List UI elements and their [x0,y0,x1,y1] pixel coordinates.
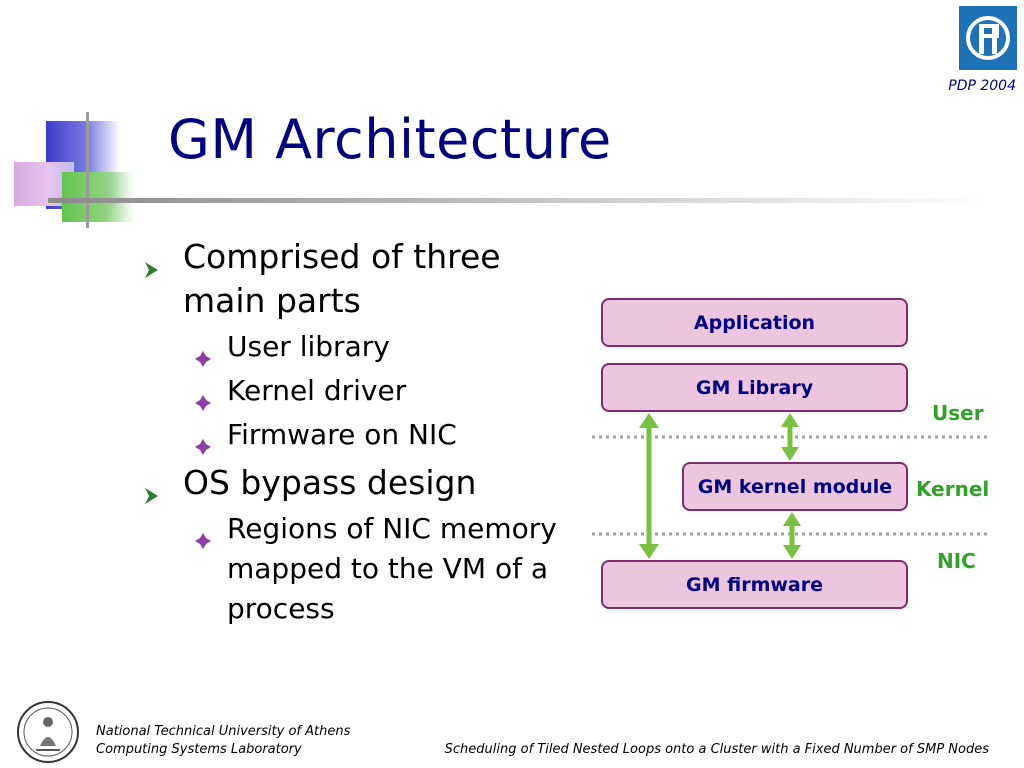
nic-layer-label: NIC [937,549,976,573]
diamond-bullet-icon [195,426,211,466]
conference-label: PDP 2004 [948,78,1016,94]
slide-title: GM Architecture [168,108,612,171]
user-layer-label: User [932,401,984,425]
gm-library-box: GM Library [601,363,908,412]
diamond-bullet-icon [195,338,211,378]
diamond-bullet-icon [195,520,211,560]
arrow-bullet-icon [143,247,161,291]
gm-kernel-module-box: GM kernel module [682,462,908,511]
footer-lab: Computing Systems Laboratory [96,742,302,757]
kernel-firmware-arrow [783,512,801,559]
footer-talk-title: Scheduling of Tiled Nested Loops onto a … [444,742,989,757]
bullet-text: Comprised of three main parts [183,237,501,320]
library-firmware-arrow [639,413,659,559]
bullet-list: Comprised of three main parts User libra… [143,235,563,629]
sub-bullet-item: Kernel driver [143,371,563,411]
sub-bullet-text: Firmware on NIC [227,418,457,451]
decor-green-block [62,172,134,222]
kernel-layer-label: Kernel [916,477,990,501]
sub-bullet-text: Regions of NIC memory mapped to the VM o… [227,512,557,625]
gm-firmware-box: GM firmware [601,560,908,609]
decor-vertical-line [86,112,89,228]
footer-university: National Technical University of Athens [96,724,351,739]
library-kernel-arrow [781,413,799,461]
sub-bullet-item: Firmware on NIC [143,415,563,455]
diamond-bullet-icon [195,382,211,422]
application-box: Application [601,298,908,347]
bullet-item: OS bypass design [143,461,563,505]
sub-bullet-item: Regions of NIC memory mapped to the VM o… [143,509,563,629]
bullet-text: OS bypass design [183,463,477,502]
bullet-item: Comprised of three main parts [143,235,563,323]
sub-bullet-text: Kernel driver [227,374,407,407]
sub-bullet-item: User library [143,327,563,367]
arrow-bullet-icon [143,473,161,517]
institution-logo-icon [959,6,1017,70]
title-underline [48,198,988,203]
sub-bullet-text: User library [227,330,390,363]
university-seal-icon [16,700,80,764]
